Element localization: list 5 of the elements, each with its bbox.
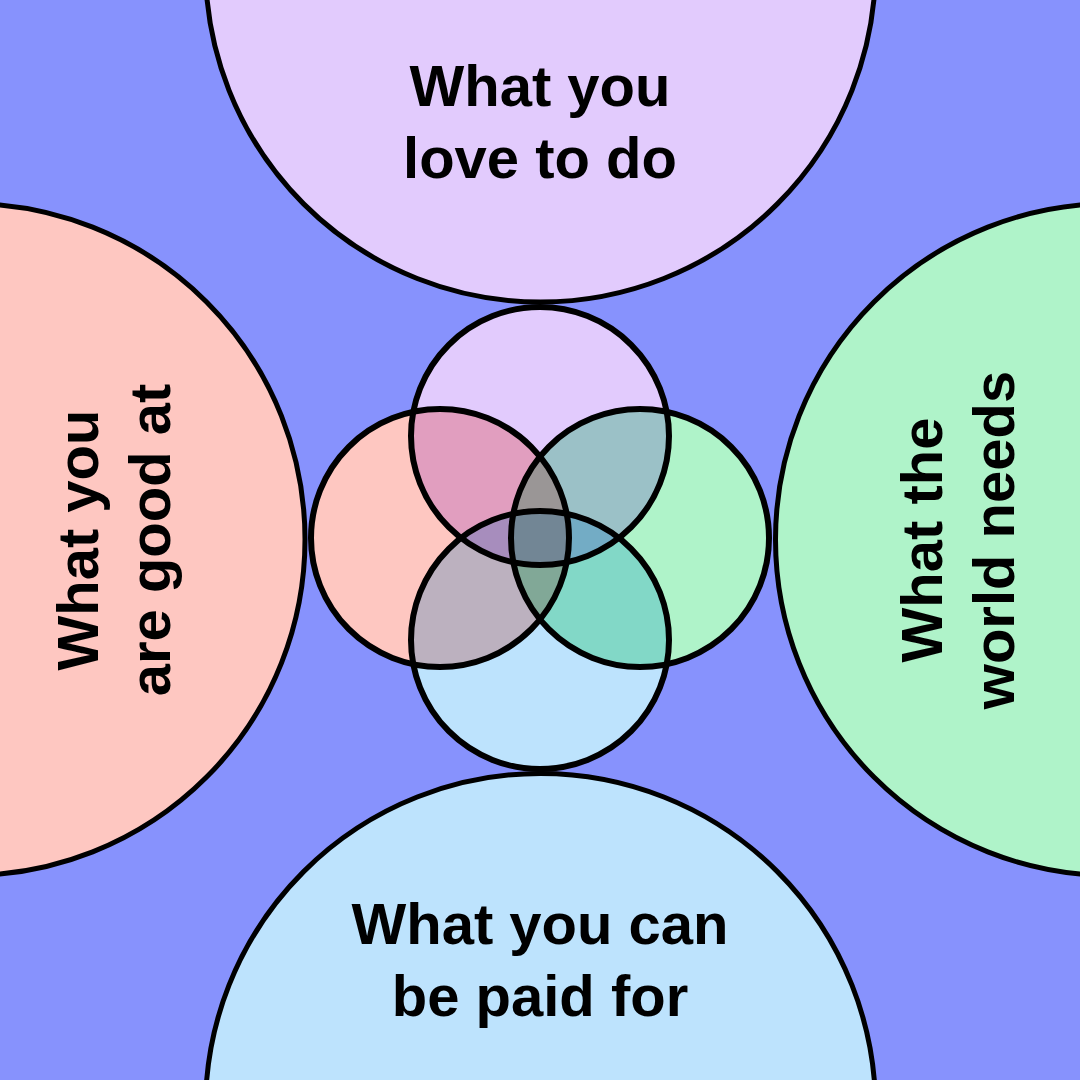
- venn-circle: [407, 507, 673, 773]
- circle-label: What the world needs: [887, 369, 1026, 711]
- circle-label: What you love to do: [402, 52, 678, 192]
- circle-label: What you are good at: [43, 382, 183, 698]
- circle-label: What you can be paid for: [350, 890, 730, 1030]
